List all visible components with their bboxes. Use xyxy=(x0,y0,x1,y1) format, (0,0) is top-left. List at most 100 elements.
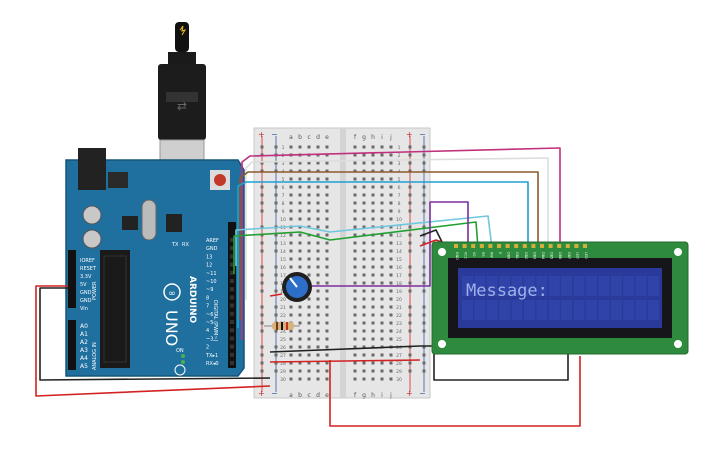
breadboard-hole[interactable] xyxy=(325,209,329,213)
breadboard-hole[interactable] xyxy=(325,201,329,205)
breadboard-hole[interactable] xyxy=(389,337,393,341)
breadboard-hole[interactable] xyxy=(316,225,320,229)
breadboard-hole[interactable] xyxy=(389,201,393,205)
breadboard-rail-hole[interactable] xyxy=(408,185,412,189)
digital-pin-socket[interactable] xyxy=(230,311,234,316)
digital-pin-socket[interactable] xyxy=(230,336,234,341)
breadboard-hole[interactable] xyxy=(371,337,375,341)
breadboard-hole[interactable] xyxy=(371,209,375,213)
breadboard-hole[interactable] xyxy=(307,193,311,197)
breadboard-hole[interactable] xyxy=(389,361,393,365)
breadboard-hole[interactable] xyxy=(325,161,329,165)
breadboard-hole[interactable] xyxy=(298,161,302,165)
digital-pin-socket[interactable] xyxy=(230,344,234,349)
breadboard-hole[interactable] xyxy=(298,233,302,237)
breadboard-hole[interactable] xyxy=(353,233,357,237)
breadboard-hole[interactable] xyxy=(307,353,311,357)
breadboard-hole[interactable] xyxy=(325,145,329,149)
breadboard-rail-hole[interactable] xyxy=(408,225,412,229)
breadboard-rail-hole[interactable] xyxy=(422,281,426,285)
breadboard-hole[interactable] xyxy=(362,377,366,381)
breadboard-hole[interactable] xyxy=(325,377,329,381)
breadboard-hole[interactable] xyxy=(380,233,384,237)
breadboard-hole[interactable] xyxy=(289,313,293,317)
breadboard-hole[interactable] xyxy=(325,241,329,245)
breadboard-hole[interactable] xyxy=(289,337,293,341)
breadboard-hole[interactable] xyxy=(316,265,320,269)
breadboard-hole[interactable] xyxy=(298,305,302,309)
breadboard-hole[interactable] xyxy=(307,321,311,325)
breadboard-hole[interactable] xyxy=(289,161,293,165)
breadboard-hole[interactable] xyxy=(289,257,293,261)
breadboard-hole[interactable] xyxy=(325,329,329,333)
breadboard-hole[interactable] xyxy=(289,361,293,365)
breadboard-rail-hole[interactable] xyxy=(274,185,278,189)
breadboard-hole[interactable] xyxy=(353,161,357,165)
breadboard-hole[interactable] xyxy=(380,193,384,197)
breadboard-hole[interactable] xyxy=(362,217,366,221)
breadboard-hole[interactable] xyxy=(380,321,384,325)
breadboard-hole[interactable] xyxy=(389,249,393,253)
breadboard-hole[interactable] xyxy=(353,257,357,261)
breadboard-hole[interactable] xyxy=(325,353,329,357)
breadboard-hole[interactable] xyxy=(371,241,375,245)
breadboard-rail-hole[interactable] xyxy=(274,353,278,357)
breadboard-rail-hole[interactable] xyxy=(274,209,278,213)
breadboard-hole[interactable] xyxy=(316,273,320,277)
lcd-pin[interactable] xyxy=(522,244,527,248)
breadboard-hole[interactable] xyxy=(380,185,384,189)
lcd-pin[interactable] xyxy=(454,244,458,248)
breadboard-hole[interactable] xyxy=(362,369,366,373)
breadboard-hole[interactable] xyxy=(362,225,366,229)
breadboard-rail-hole[interactable] xyxy=(408,273,412,277)
breadboard-hole[interactable] xyxy=(389,313,393,317)
breadboard-rail-hole[interactable] xyxy=(260,273,264,277)
breadboard-hole[interactable] xyxy=(325,257,329,261)
breadboard-hole[interactable] xyxy=(380,361,384,365)
breadboard-hole[interactable] xyxy=(380,305,384,309)
breadboard-hole[interactable] xyxy=(289,249,293,253)
wire-red-rail[interactable] xyxy=(269,359,421,363)
breadboard-hole[interactable] xyxy=(380,337,384,341)
breadboard-hole[interactable] xyxy=(316,281,320,285)
breadboard-hole[interactable] xyxy=(362,185,366,189)
breadboard-hole[interactable] xyxy=(371,161,375,165)
breadboard-hole[interactable] xyxy=(353,217,357,221)
breadboard-hole[interactable] xyxy=(380,169,384,173)
breadboard-hole[interactable] xyxy=(389,321,393,325)
breadboard-hole[interactable] xyxy=(325,273,329,277)
breadboard-rail-hole[interactable] xyxy=(422,225,426,229)
breadboard-hole[interactable] xyxy=(325,337,329,341)
breadboard-hole[interactable] xyxy=(316,337,320,341)
breadboard-rail-hole[interactable] xyxy=(422,313,426,317)
breadboard-hole[interactable] xyxy=(298,225,302,229)
breadboard-hole[interactable] xyxy=(289,201,293,205)
breadboard-rail-hole[interactable] xyxy=(274,289,278,293)
breadboard-rail-hole[interactable] xyxy=(408,281,412,285)
breadboard-hole[interactable] xyxy=(362,249,366,253)
lcd-pin[interactable] xyxy=(574,244,579,248)
digital-pin-socket[interactable] xyxy=(230,246,234,251)
breadboard-hole[interactable] xyxy=(362,313,366,317)
lcd-pin[interactable] xyxy=(514,244,519,248)
breadboard-hole[interactable] xyxy=(362,265,366,269)
breadboard-hole[interactable] xyxy=(298,353,302,357)
reset-button-icon[interactable] xyxy=(214,174,226,186)
breadboard-hole[interactable] xyxy=(353,169,357,173)
breadboard-rail-hole[interactable] xyxy=(274,233,278,237)
breadboard-hole[interactable] xyxy=(380,257,384,261)
breadboard-hole[interactable] xyxy=(325,345,329,349)
breadboard-hole[interactable] xyxy=(289,145,293,149)
breadboard-hole[interactable] xyxy=(353,313,357,317)
breadboard-hole[interactable] xyxy=(362,281,366,285)
breadboard-hole[interactable] xyxy=(353,201,357,205)
breadboard-hole[interactable] xyxy=(380,329,384,333)
breadboard-hole[interactable] xyxy=(380,161,384,165)
breadboard-hole[interactable] xyxy=(380,153,384,157)
breadboard-hole[interactable] xyxy=(298,329,302,333)
breadboard-hole[interactable] xyxy=(307,369,311,373)
breadboard-rail-hole[interactable] xyxy=(274,193,278,197)
breadboard-rail-hole[interactable] xyxy=(274,249,278,253)
lcd-pin[interactable] xyxy=(462,244,467,248)
breadboard-hole[interactable] xyxy=(325,321,329,325)
